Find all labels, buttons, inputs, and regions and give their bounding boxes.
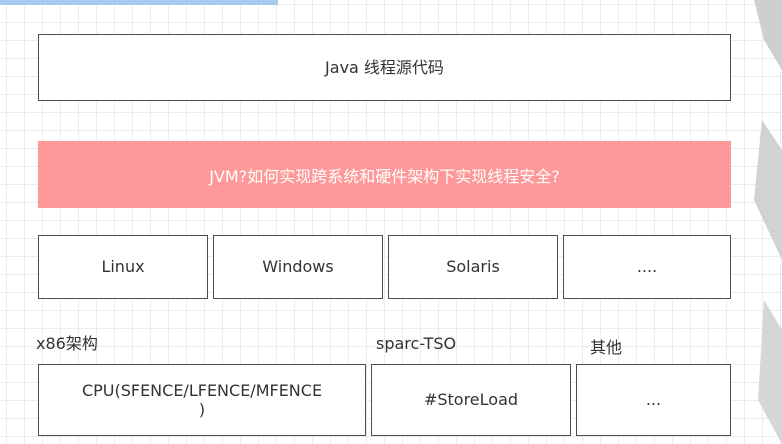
selection-highlight-strip	[0, 0, 278, 5]
java-source-label: Java 线程源代码	[325, 57, 444, 77]
hardware-box-label: #StoreLoad	[423, 390, 519, 410]
os-box-solaris: Solaris	[388, 235, 558, 299]
hardware-box-storeload: #StoreLoad	[371, 364, 571, 436]
question-banner-label: JVM?如何实现跨系统和硬件架构下实现线程安全?	[209, 166, 560, 186]
os-box-label: Windows	[262, 257, 334, 277]
arch-label-sparc: sparc-TSO	[376, 334, 457, 353]
os-box-other: ....	[563, 235, 731, 299]
os-box-label: Solaris	[446, 257, 500, 277]
java-source-box: Java 线程源代码	[38, 34, 731, 101]
os-box-label: Linux	[101, 257, 145, 277]
question-banner: JVM?如何实现跨系统和硬件架构下实现线程安全?	[38, 141, 731, 208]
arch-label-x86: x86架构	[36, 334, 98, 353]
arch-label-other: 其他	[590, 338, 623, 357]
hardware-box-label: CPU(SFENCE/LFENCE/MFENCE )	[81, 380, 323, 419]
os-box-label: ....	[636, 257, 658, 277]
os-box-linux: Linux	[38, 235, 208, 299]
os-box-windows: Windows	[213, 235, 383, 299]
hardware-box-x86-fences: CPU(SFENCE/LFENCE/MFENCE )	[38, 364, 366, 436]
hardware-box-label: ...	[645, 390, 662, 410]
hardware-box-other: ...	[576, 364, 731, 436]
right-edge-decoration	[754, 0, 782, 444]
